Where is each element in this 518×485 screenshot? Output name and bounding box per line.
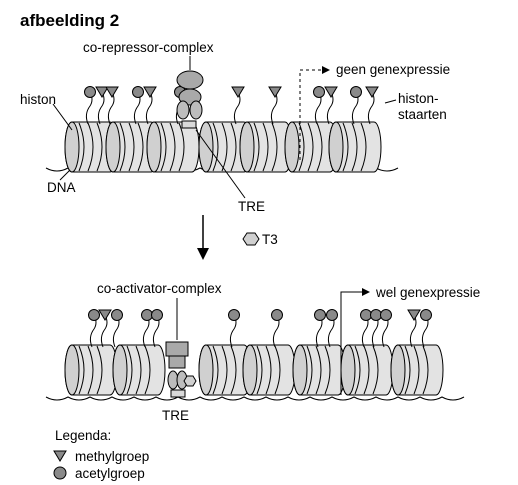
histon-tail (367, 91, 375, 125)
acetyl-circle-icon (271, 309, 283, 321)
tre-label-top: TRE (238, 199, 265, 214)
geen-genexpressie-label: geen genexpressie (336, 62, 450, 77)
methyl-triangle-icon (324, 86, 338, 98)
histon-tail (270, 91, 278, 125)
nucleosome (340, 344, 394, 396)
methyl-triangle-icon (231, 86, 245, 98)
co-repressor-label: co-repressor-complex (83, 40, 214, 55)
top-panel: co-repressor-complex histon DNA TRE geen… (20, 40, 450, 214)
nucleosome (146, 121, 200, 173)
top-histon-tails (84, 86, 379, 125)
t3-hexagon-icon (242, 232, 260, 246)
legend-acetylgroep-label: acetylgroep (75, 466, 145, 481)
bottom-nucleosome-row (64, 344, 444, 396)
t3-label: T3 (262, 232, 278, 247)
top-nucleosome-row (64, 121, 382, 173)
nucleosome (242, 344, 296, 396)
bottom-histon-tails (88, 309, 432, 348)
nucleosome (64, 121, 118, 173)
histon-tail (100, 314, 108, 348)
acetyl-circle-icon (88, 309, 100, 321)
figure-title: afbeelding 2 (20, 11, 119, 30)
methyl-triangle-icon (95, 86, 109, 98)
tre-pointer-top (195, 129, 246, 199)
nucleosome (105, 121, 159, 173)
wel-genexpressie-label: wel genexpressie (375, 285, 480, 300)
legend-triangle-icon (53, 450, 67, 462)
acetyl-circle-icon (228, 309, 240, 321)
dna-label: DNA (47, 180, 76, 195)
histon-tails-label-line2: staarten (398, 107, 447, 122)
acetyl-circle-icon (151, 309, 163, 321)
acetyl-circle-icon (380, 309, 392, 321)
methyl-triangle-icon (98, 309, 112, 321)
acetyl-circle-icon (111, 309, 123, 321)
acetyl-circle-icon (313, 86, 325, 98)
transition: T3 (197, 215, 278, 260)
nucleosome (112, 344, 166, 396)
nucleosome (198, 121, 252, 173)
acetyl-circle-icon (132, 86, 144, 98)
histon-tails-pointer (384, 99, 397, 104)
histon-label: histon (20, 92, 56, 107)
histon-tails-label-line1: histon- (398, 91, 439, 106)
acetyl-circle-icon (84, 86, 96, 98)
acetyl-circle-icon (420, 309, 432, 321)
legend-title: Legenda: (55, 428, 111, 443)
legend: Legenda: methylgroep acetylgroep (53, 428, 149, 481)
histon-tail (326, 91, 334, 125)
dna-pointer (59, 169, 71, 181)
bottom-dna-strand (45, 396, 465, 401)
acetyl-circle-icon (350, 86, 362, 98)
wel-genexpressie-arrow (340, 288, 370, 395)
methyl-triangle-icon (268, 86, 282, 98)
tre-label-bottom: TRE (162, 408, 189, 423)
legend-circle-icon (53, 466, 67, 480)
acetyl-circle-icon (370, 309, 382, 321)
acetyl-circle-icon (326, 309, 338, 321)
histon-tail (97, 91, 105, 125)
co-repressor-complex-shape (176, 70, 204, 129)
bottom-panel: co-activator-complex TRE wel genexpressi… (45, 281, 480, 423)
nucleosome (328, 121, 382, 173)
acetyl-circle-icon (141, 309, 153, 321)
nucleosome (390, 344, 444, 396)
geen-genexpressie-arrow (299, 66, 330, 160)
co-activator-complex-shape (165, 341, 197, 398)
legend-methylgroep-label: methylgroep (75, 449, 149, 464)
nucleosome (292, 344, 346, 396)
methyl-triangle-icon (143, 86, 157, 98)
co-activator-label: co-activator-complex (97, 281, 222, 296)
acetyl-circle-icon (360, 309, 372, 321)
acetyl-circle-icon (314, 309, 326, 321)
methyl-triangle-icon (105, 86, 119, 98)
histon-tail (145, 91, 153, 125)
methyl-triangle-icon (365, 86, 379, 98)
histon-tail (233, 91, 241, 125)
histon-pointer (52, 103, 73, 131)
histon-tail (409, 314, 417, 348)
histon-tail (107, 91, 115, 125)
dna-line (45, 396, 465, 401)
nucleosome (239, 121, 293, 173)
methyl-triangle-icon (407, 309, 421, 321)
nucleosome (198, 344, 252, 396)
nucleosome (64, 344, 118, 396)
